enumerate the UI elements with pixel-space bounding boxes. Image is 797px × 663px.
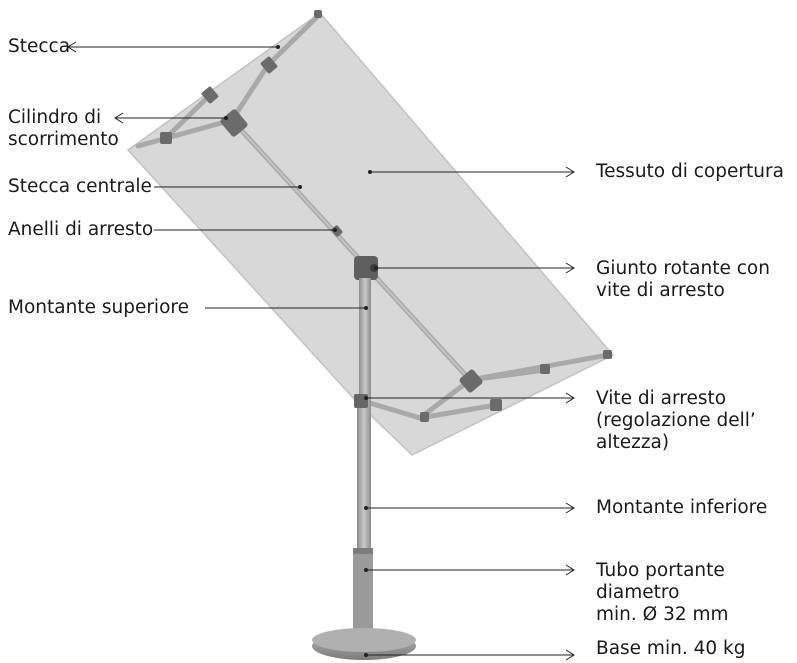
label-vite: Vite di arresto (regolazione dell’ altez… xyxy=(596,388,756,453)
label-montante-superiore: Montante superiore xyxy=(8,297,189,318)
label-stecca-centrale: Stecca centrale xyxy=(8,176,152,197)
leader-dots xyxy=(224,45,378,657)
leader-lines xyxy=(67,41,575,661)
support-tube xyxy=(353,548,373,648)
label-giunto: Giunto rotante con vite di arresto xyxy=(596,258,770,301)
label-base: Base min. 40 kg xyxy=(596,638,746,659)
label-montante-inferiore: Montante inferiore xyxy=(596,497,768,518)
label-tubo: Tubo portante diametro min. Ø 32 mm xyxy=(596,560,729,625)
lower-pole xyxy=(357,408,371,568)
label-anelli: Anelli di arresto xyxy=(8,219,154,240)
label-cilindro: Cilindro di scorrimento xyxy=(8,107,119,150)
label-tessuto: Tessuto di copertura xyxy=(596,161,784,182)
joints xyxy=(160,10,612,422)
label-stecca: Stecca xyxy=(8,36,71,57)
canopy-fabric xyxy=(126,11,615,456)
rotating-joint xyxy=(354,256,378,280)
central-rib xyxy=(231,119,471,381)
